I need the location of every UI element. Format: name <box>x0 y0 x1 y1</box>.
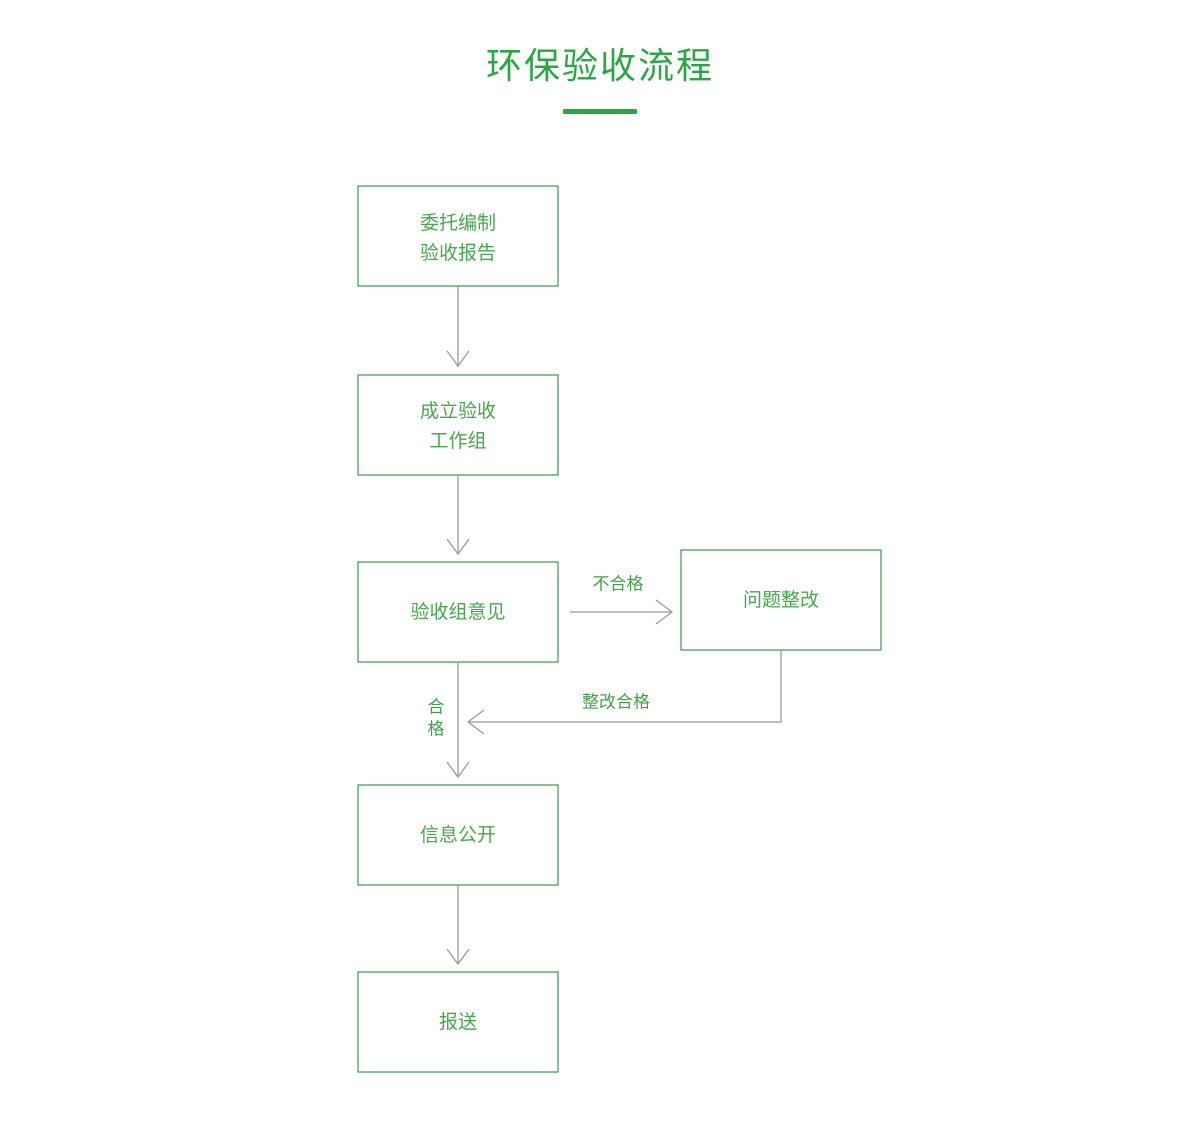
flow-edge-disclosure-to-submit <box>446 885 470 966</box>
edge-label-rectified-pass: 整改合格 <box>582 692 650 711</box>
edge-label-fail: 不合格 <box>593 574 644 593</box>
arrowhead-down-icon <box>446 761 470 779</box>
flow-node-form-acceptance-group[interactable]: 成立验收 工作组 <box>357 374 559 476</box>
flowchart-canvas: 委托编制 验收报告 成立验收 工作组 验收组意见 <box>0 160 1200 1120</box>
flow-edge-fail-to-rectify: 不合格 <box>570 574 674 625</box>
arrowhead-down-icon <box>446 948 470 966</box>
node-label-line-1: 委托编制 <box>420 212 496 234</box>
node-label-line-1: 信息公开 <box>420 824 496 846</box>
flow-node-acceptance-opinion[interactable]: 验收组意见 <box>357 561 559 663</box>
node-label-line-2: 工作组 <box>429 430 486 452</box>
node-label-line-1: 成立验收 <box>420 400 496 422</box>
arrowhead-right-icon <box>655 599 674 625</box>
flow-edge-entrust-to-group <box>446 286 470 368</box>
node-label-line-2: 验收报告 <box>420 242 496 264</box>
edge-label-pass-char-2: 格 <box>428 719 445 738</box>
node-label-line-1: 问题整改 <box>743 589 819 611</box>
node-label-line-1: 验收组意见 <box>410 601 505 623</box>
title-underline-rule <box>563 109 637 115</box>
node-box[interactable] <box>357 185 559 287</box>
node-label-line-1: 报送 <box>439 1011 477 1033</box>
node-box[interactable] <box>680 549 882 651</box>
edge-line <box>468 650 782 723</box>
flow-edge-pass-to-disclosure: 合 格 <box>428 662 470 779</box>
arrowhead-down-icon <box>446 350 470 368</box>
flow-edge-group-to-opinion <box>446 475 470 556</box>
flow-node-problem-rectification[interactable]: 问题整改 <box>680 549 882 651</box>
arrowhead-down-icon <box>446 538 470 556</box>
flow-node-information-disclosure[interactable]: 信息公开 <box>357 784 559 886</box>
node-box[interactable] <box>357 971 559 1073</box>
page-header: 环保验收流程 <box>0 0 1200 115</box>
flow-node-submit[interactable]: 报送 <box>357 971 559 1073</box>
node-box[interactable] <box>357 561 559 663</box>
flow-node-entrust-report[interactable]: 委托编制 验收报告 <box>357 185 559 287</box>
page-title: 环保验收流程 <box>485 45 714 86</box>
edge-label-pass-char-1: 合 <box>428 697 445 716</box>
arrowhead-left-icon <box>466 709 485 735</box>
flow-edge-rectified-pass-return: 整改合格 <box>466 650 782 735</box>
node-box[interactable] <box>357 374 559 476</box>
